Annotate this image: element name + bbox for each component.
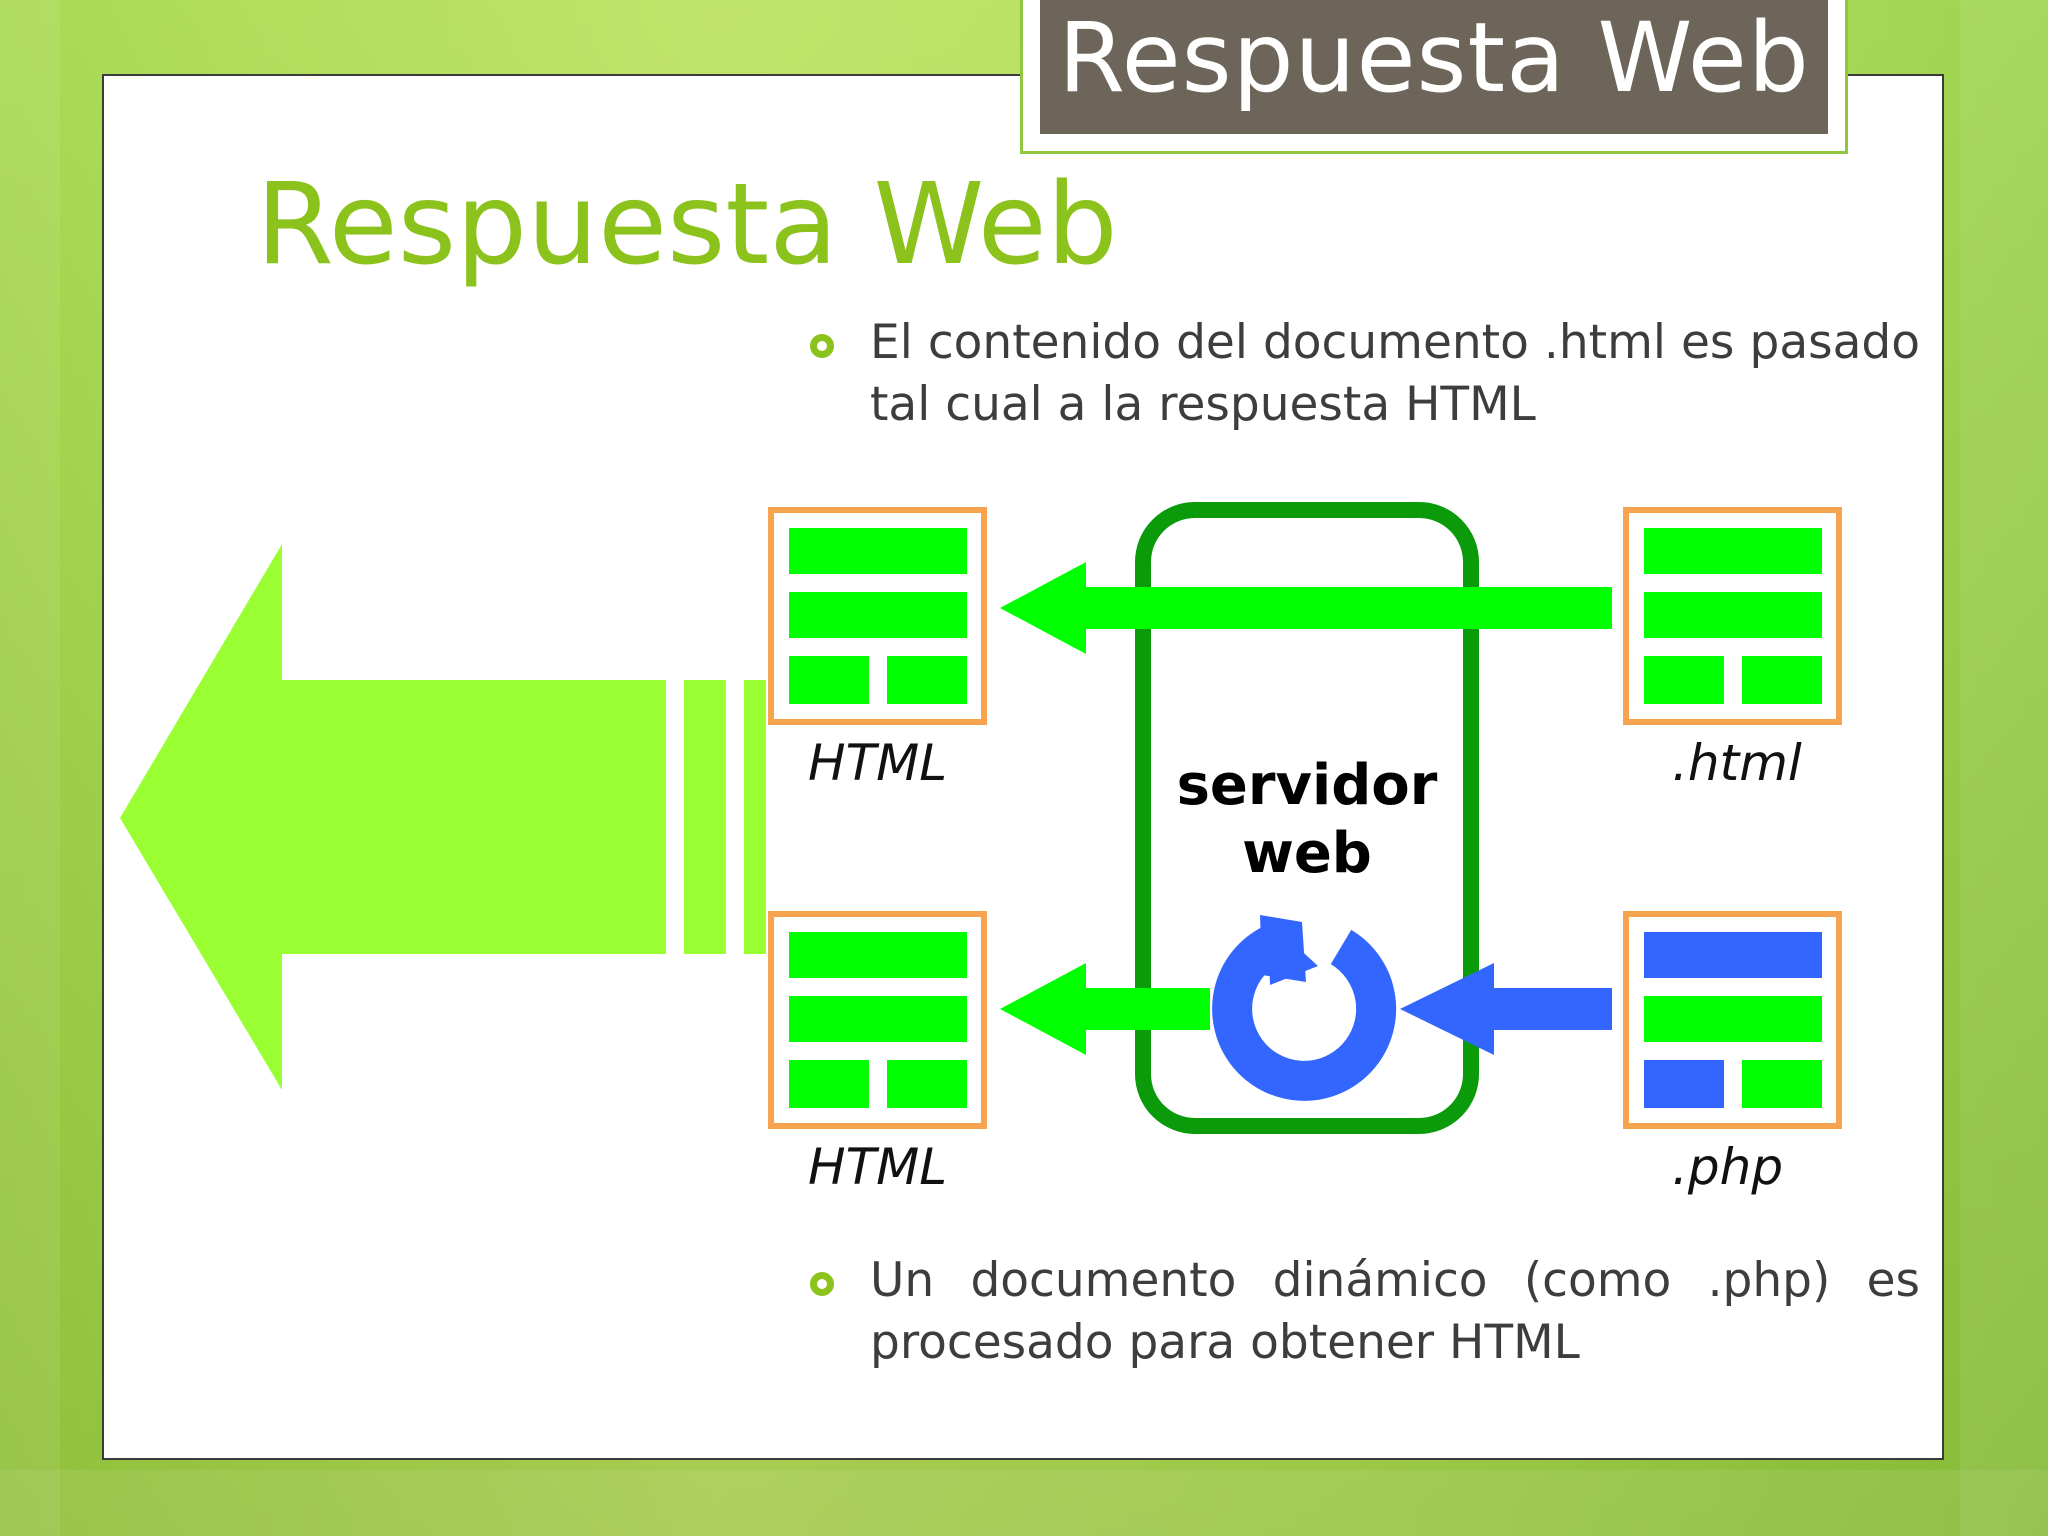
background-stripe xyxy=(1960,0,2048,1536)
background-stripe xyxy=(0,0,60,1536)
slide-title: Respuesta Web xyxy=(256,160,1118,290)
source-label-html: .html xyxy=(1672,734,1802,792)
bottom-output-arrow xyxy=(1000,963,1210,1055)
output-label-top: HTML xyxy=(808,734,947,792)
bullet-text-1: El contenido del documento .html es pasa… xyxy=(870,315,1920,432)
top-flow-arrow xyxy=(1000,562,1612,654)
bottom-input-arrow xyxy=(1400,963,1612,1055)
bullet-text-2: Un documento dinámico (como .php) es pro… xyxy=(870,1253,1920,1370)
server-label-line1: servidor xyxy=(1177,753,1438,818)
output-label-bottom: HTML xyxy=(808,1138,947,1196)
output-html-document-bottom xyxy=(768,911,987,1129)
web-server-box xyxy=(1135,502,1479,1134)
source-label-php: .php xyxy=(1672,1138,1783,1196)
server-label-line2: web xyxy=(1242,821,1372,886)
source-html-document xyxy=(1623,507,1842,725)
output-html-document-top xyxy=(768,507,987,725)
bullet-icon xyxy=(810,334,834,358)
source-php-document xyxy=(1623,911,1842,1129)
bullet-icon xyxy=(810,1272,834,1296)
refresh-icon xyxy=(1212,915,1397,1101)
left-arrow-icon xyxy=(120,544,766,1090)
background-stripe xyxy=(0,1470,2048,1536)
header-tab-title: Respuesta Web xyxy=(1040,0,1828,134)
